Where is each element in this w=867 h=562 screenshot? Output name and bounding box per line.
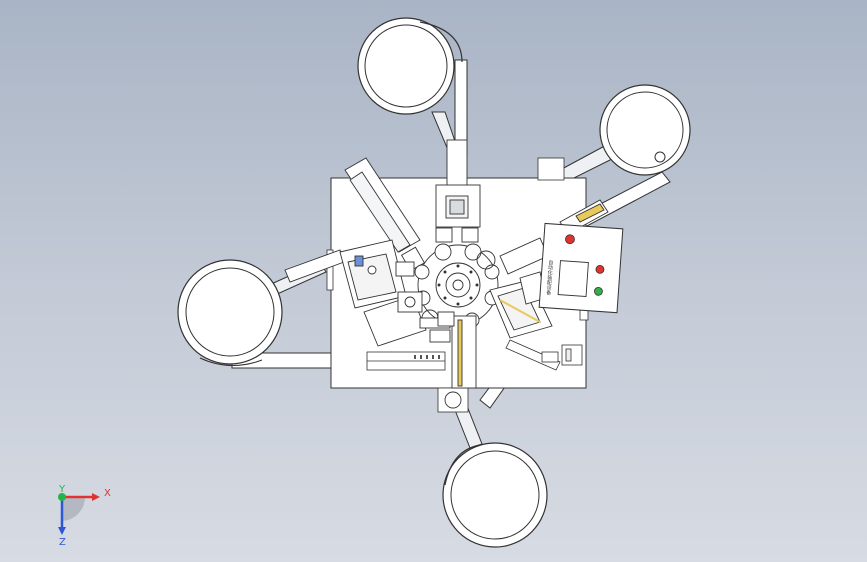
top-feeder-station[interactable] (435, 139, 481, 243)
linear-guide-rail (366, 351, 446, 371)
vibratory-bowl-left[interactable] (177, 259, 283, 367)
left-assembly-station[interactable] (284, 239, 415, 309)
hmi-display[interactable] (557, 260, 589, 297)
right-bottom-sensor-group (505, 339, 583, 371)
rotary-indexing-table[interactable] (414, 243, 500, 328)
stop-button[interactable] (595, 264, 605, 274)
emergency-stop-button[interactable] (565, 234, 575, 245)
left-bottom-press-station[interactable] (363, 291, 451, 347)
z-axis-label: Z (59, 537, 66, 548)
bottom-feeder-station[interactable] (429, 311, 477, 409)
y-axis-label: Y (58, 484, 66, 495)
vibratory-bowl-top[interactable] (357, 17, 463, 115)
right-lower-station[interactable] (489, 271, 553, 339)
x-axis-label: X (104, 488, 111, 499)
axis-triad: X Y Z (58, 484, 111, 548)
start-button[interactable] (594, 286, 603, 296)
vibratory-bowl-bottom[interactable] (442, 442, 548, 548)
vibratory-bowl-right[interactable] (599, 84, 691, 176)
control-panel-label: 自动化装配设备 (545, 259, 554, 296)
control-panel[interactable]: 自动化装配设备 (538, 222, 624, 314)
